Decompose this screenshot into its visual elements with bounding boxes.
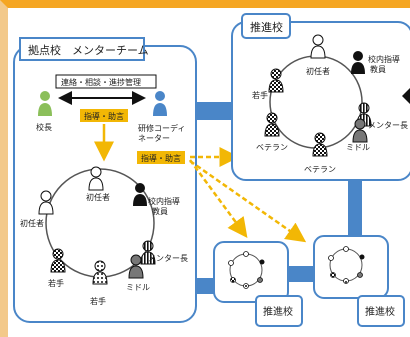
hub-member-left-icon: [38, 190, 54, 215]
hub-member-bottom-right-icon: [128, 254, 144, 279]
hub-title: 拠点校 メンターチーム: [28, 43, 149, 57]
promo-school-small-2-panel: [313, 235, 389, 299]
promo-member-right-top-icon: [351, 51, 365, 74]
hub-member-bottom-left-icon: [50, 248, 66, 273]
hub-member-right-top-label-1: 校内指導: [148, 196, 180, 206]
hub-member-bottom-center-icon: [92, 260, 108, 285]
hub-member-right-top-label-2: 教員: [152, 206, 168, 216]
promo-member-right-top-label-2: 教員: [370, 64, 386, 74]
promo-member-bottom-left-label: ベテラン: [256, 143, 288, 152]
promo-school-small-2-title: 推進校: [365, 305, 395, 318]
guidance-label-center: 指導・助言: [84, 111, 124, 121]
promo-school-small-1-panel: [213, 241, 289, 303]
hub-member-bottom-right-label: ミドル: [126, 283, 150, 292]
guidance-box-side: [137, 151, 185, 164]
promo-member-bottom-left-icon: [264, 112, 280, 137]
hub-member-bottom-center-label: 若手: [90, 296, 106, 306]
promo-school-small-2-title-box: [357, 295, 405, 327]
hub-member-top-icon: [88, 166, 104, 191]
guidance-label-side: 指導・助言: [141, 153, 181, 163]
hub-member-top-label: 初任者: [86, 192, 110, 202]
promo-member-right-label: メンター長: [368, 121, 408, 130]
promo-member-bottom-center-icon: [312, 132, 328, 157]
promo-school-large-title-box: [241, 13, 291, 39]
promo-member-bottom-right-icon: [352, 118, 368, 143]
hub-title-box: [19, 37, 145, 61]
promo-member-left-icon: [268, 68, 284, 93]
hub-member-right-top-icon: [133, 183, 147, 206]
hub-member-right-bottom-label: メンター長: [148, 254, 188, 263]
hub-member-bottom-left-label: 若手: [48, 278, 64, 288]
promo-school-small-2-members-icon: [328, 246, 365, 284]
coordinator-label-2: ネーター: [138, 134, 170, 143]
hub-member-left-label: 初任者: [20, 218, 44, 228]
promo-school-small-1-title: 推進校: [263, 305, 293, 318]
promo-member-bottom-center-label: ベテラン: [304, 165, 336, 174]
coordination-note-box: [55, 74, 157, 89]
connector-bar-vertical: [348, 180, 362, 236]
promo-school-edge-arrow: [402, 88, 410, 104]
promo-member-top-label: 初任者: [306, 66, 330, 76]
promo-member-top-icon: [310, 34, 326, 59]
promo-member-bottom-right-label: ミドル: [346, 143, 370, 152]
promo-school-small-1-members-icon: [228, 251, 265, 289]
promo-school-large-title: 推進校: [250, 20, 283, 34]
principal-label: 校長: [36, 122, 52, 132]
guidance-box-center: [80, 109, 128, 122]
promo-school-small-1-title-box: [255, 295, 303, 327]
coordination-note: 連絡・相談・進捗管理: [61, 77, 141, 87]
connector-bar-top: [190, 102, 244, 120]
coordinator-label-1: 研修コーディ: [138, 123, 185, 133]
coordinator-person-icon: [153, 91, 167, 116]
guidance-dashed-arrows: [188, 147, 307, 243]
hub-member-right-bottom-icon: [140, 240, 156, 265]
promo-member-right-top-label-1: 校内指導: [368, 54, 400, 64]
principal-person-icon: [38, 91, 52, 116]
promo-member-left-label: 若手: [252, 90, 268, 100]
